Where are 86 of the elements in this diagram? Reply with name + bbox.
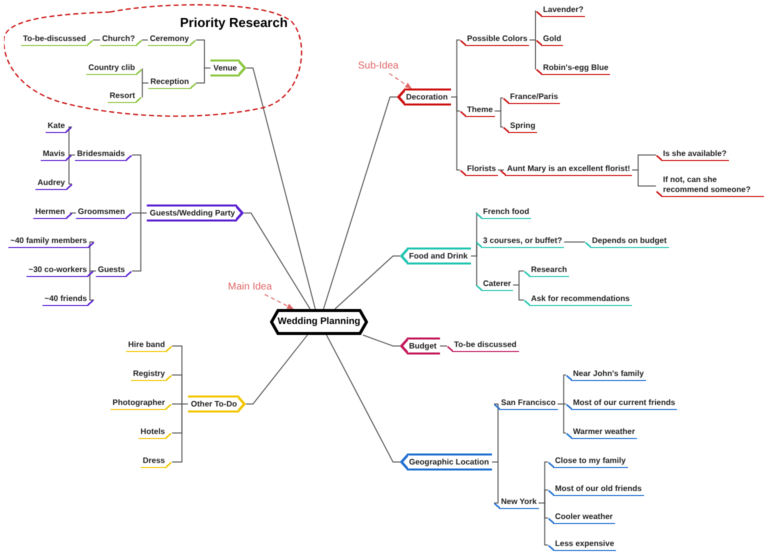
subtopic-label: Photographer	[110, 398, 172, 410]
connector-line	[142, 82, 149, 98]
main-topic: Guests/Wedding Party	[146, 204, 244, 222]
subtopic-label: San Francisco	[494, 398, 558, 410]
connector-line	[362, 334, 400, 346]
subtopic-label: Near John's family	[566, 369, 646, 381]
subtopic-label: To-be-discussed	[21, 34, 93, 46]
subtopic-label: ~40 family members	[8, 236, 94, 248]
connector-line	[89, 242, 96, 272]
subtopic-label: French food	[476, 207, 532, 219]
subtopic-label: Dress	[140, 456, 172, 468]
subtopic-label: Depends on budget	[585, 236, 669, 248]
connector-line	[68, 154, 76, 184]
subtopic-label: Ask for recommendations	[524, 294, 632, 306]
connector-line	[512, 284, 524, 300]
main-topic: Food and Drink	[400, 248, 471, 264]
main-topic: Venue	[210, 60, 246, 76]
subtopic-label: Audrey	[35, 178, 72, 190]
subtopic-label: Lavender?	[536, 5, 586, 17]
subtopic-label: Warmer weather	[566, 427, 637, 439]
subtopic-label: Possible Colors	[460, 34, 530, 46]
leader-arrow	[388, 73, 412, 89]
connector-line	[538, 502, 548, 546]
connector-line	[69, 212, 76, 214]
subtopic-label: Church?	[100, 34, 142, 46]
connector-line	[450, 96, 460, 170]
subtopic-label: Gold	[536, 34, 564, 46]
subtopic-label: Caterer	[476, 279, 514, 291]
connector-line	[323, 96, 398, 310]
connector-line	[246, 68, 316, 310]
connector-line	[244, 212, 311, 310]
subtopic-label: Hire band	[126, 340, 172, 352]
connector-line	[492, 404, 499, 462]
connector-line	[334, 256, 400, 310]
subtopic-label: Robin's-egg Blue	[536, 63, 610, 75]
subtopic-label: Ceremony	[148, 34, 196, 46]
subtopic-label: France/Paris	[503, 92, 560, 104]
main-topic: Other To-Do	[188, 396, 246, 412]
subtopic-label: Is she available?	[656, 149, 729, 161]
connector-line	[470, 256, 478, 286]
connector-line	[326, 334, 400, 462]
connector-line	[492, 462, 499, 504]
subtopic-label: New York	[494, 497, 539, 509]
subtopic-label: ~40 friends	[42, 294, 94, 306]
main-topic: Geographic Location	[400, 454, 492, 470]
subtopic-label: ~30 co-workers	[26, 265, 94, 277]
subtopic-label: Country clib	[86, 63, 142, 75]
subtopic-label: Spring	[503, 121, 538, 133]
subtopic-label: If not, can she recommend someone?	[656, 175, 764, 197]
subtopic-label: Guests	[96, 265, 132, 277]
leader-arrow	[264, 294, 294, 310]
subtopic-label: Most of our old friends	[548, 484, 644, 496]
connector-line	[196, 68, 211, 84]
subtopic-label: Registry	[130, 369, 172, 381]
connector-line	[246, 334, 308, 404]
subtopic-label: Hermen	[33, 207, 72, 219]
subtopic-label: Resort	[108, 91, 142, 103]
subtopic-label: Cooler weather	[548, 512, 615, 524]
subtopic-label: Close to my family	[548, 456, 628, 468]
group-title: Priority Research	[180, 14, 288, 32]
main-topic: Decoration	[397, 88, 451, 106]
subtopic-label: Florists	[460, 164, 498, 176]
subtopic-label: Less expensive	[548, 539, 616, 551]
connector-line	[172, 404, 188, 462]
connector-line	[132, 212, 148, 272]
callout-text: Main Idea	[228, 280, 272, 294]
subtopic-label: Mavis	[40, 149, 72, 161]
subtopic-label: Reception	[148, 77, 196, 89]
subtopic-label: 3 courses, or buffet?	[476, 236, 564, 248]
subtopic-label: Theme	[460, 105, 495, 117]
subtopic-label: Bridesmaids	[74, 149, 132, 161]
subtopic-label: Research	[524, 265, 570, 277]
central-topic: Wedding Planning	[270, 309, 368, 335]
connector-line	[557, 404, 566, 434]
callout-text: Sub-Idea	[358, 58, 399, 74]
subtopic-label: Most of our current friends	[566, 398, 678, 410]
subtopic-label: Aunt Mary is an excellent florist!	[500, 164, 632, 176]
connector-line	[632, 170, 656, 186]
subtopic-label: Kate	[46, 121, 72, 133]
subtopic-label: Groomsmen	[76, 207, 132, 219]
connector-line	[89, 270, 96, 300]
connector-line	[494, 110, 504, 128]
subtopic-label: Hotels	[138, 427, 172, 439]
connector-line	[528, 40, 536, 70]
subtopic-label: To-be discussed	[447, 340, 519, 352]
main-topic: Budget	[400, 338, 440, 354]
